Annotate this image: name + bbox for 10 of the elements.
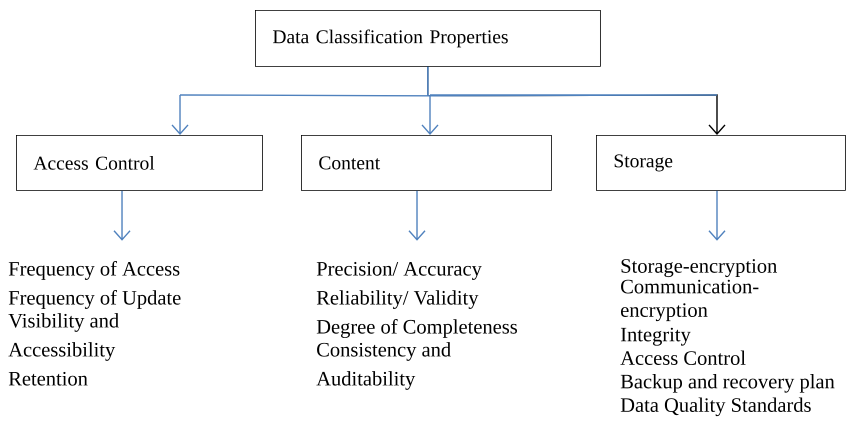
box: Storage (596, 134, 846, 191)
arrow (708, 190, 726, 241)
text-list: Storage-encryption Communication-encryption Integrity Access Control Backup and recovery plan Data Quality Standards (620, 259, 834, 416)
text-list: Frequency of Access Frequency of Update Visibility and Accessibility Retention (8, 261, 181, 386)
arrow (408, 190, 426, 241)
box: Data Classification Properties (255, 10, 601, 67)
text-list: Precision/ Accuracy Reliability/ Validity Degree of Completeness Consistency and Auditability (316, 262, 517, 390)
arrow (113, 190, 131, 241)
box: Access Control (16, 134, 263, 191)
box: Content (301, 134, 552, 191)
